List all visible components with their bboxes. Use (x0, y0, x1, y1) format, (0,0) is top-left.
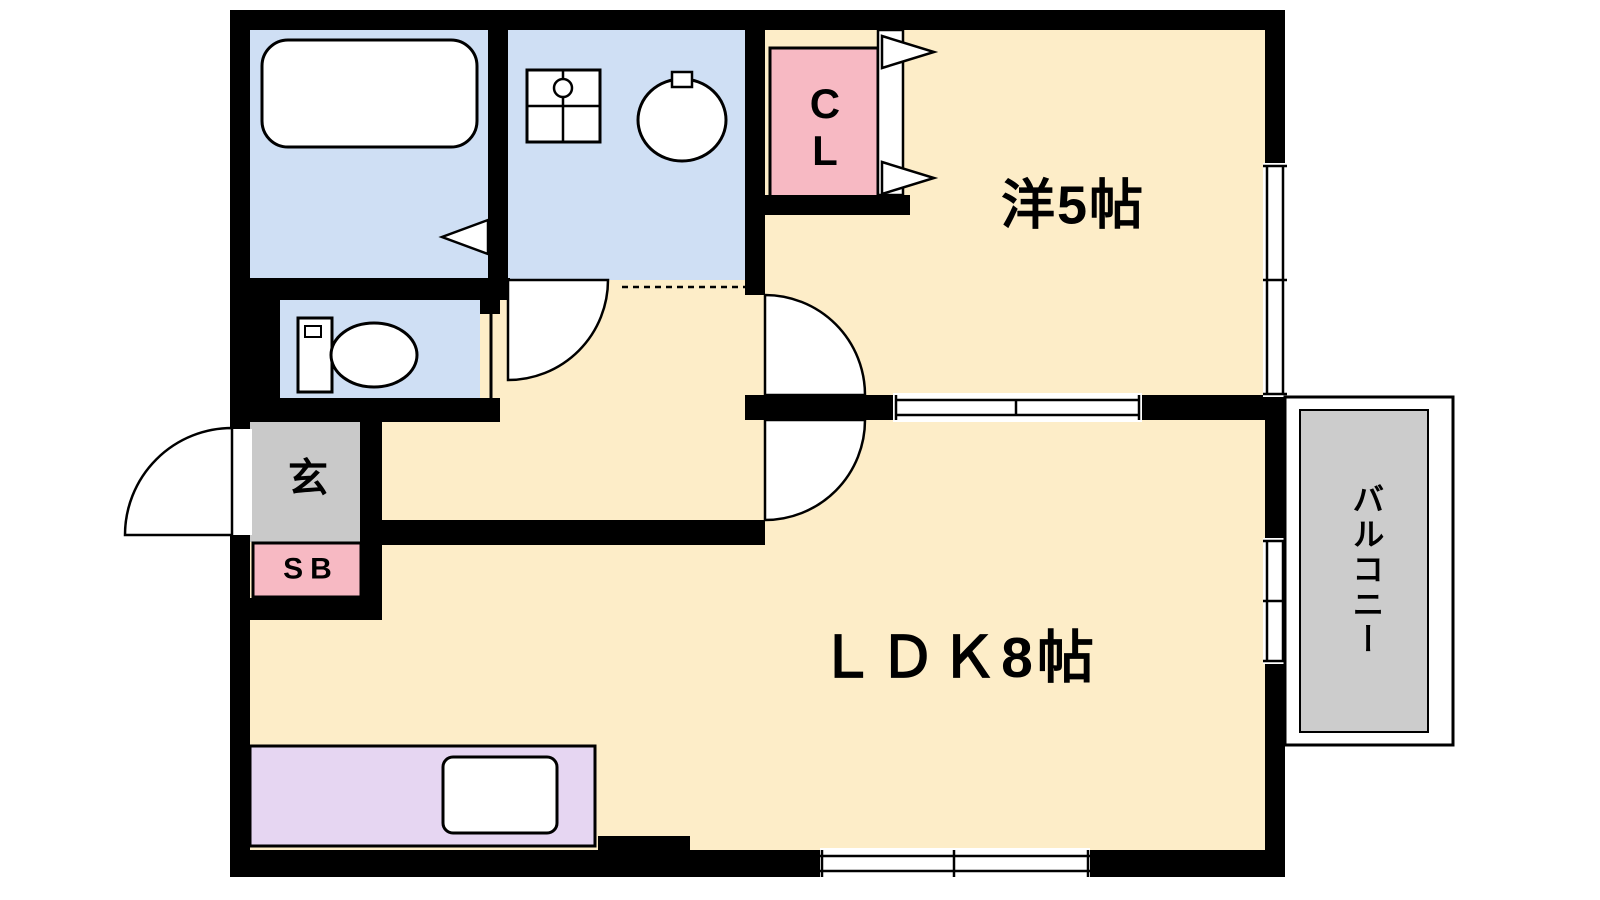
entrance-label: 玄 (288, 456, 328, 501)
wall-right-mid (1265, 395, 1285, 540)
bath-door-triangle (438, 218, 490, 256)
western-room-door-arc (763, 293, 867, 397)
wall-below-shoebox (230, 598, 382, 620)
fixtures (260, 38, 728, 835)
balcony-label: バルコニー (1348, 482, 1385, 658)
wall-closet-bottom (745, 195, 910, 215)
wall-washroom-right (745, 30, 765, 295)
closet-door-triangle-top (880, 34, 939, 70)
ldk-label: ＬＤＫ8帖 (818, 625, 1098, 690)
basin-faucet-icon (670, 70, 694, 89)
wall-left-lower (230, 535, 250, 875)
wall-bottom-step (598, 836, 690, 854)
washer-faucet-icon (552, 77, 574, 99)
wash-basin (636, 77, 728, 163)
wall-toilet-bottom (230, 398, 500, 422)
wall-left-upper (230, 10, 250, 430)
balcony-structure (1283, 395, 1455, 747)
closet-box (768, 46, 880, 207)
wall-right-top (1265, 10, 1285, 165)
window-balcony-door (1263, 538, 1287, 664)
wall-toilet-left (250, 290, 280, 400)
washroom-door-arc (506, 278, 610, 382)
wall-bottom-right (1090, 850, 1285, 877)
western-room-label: 洋5帖 (1000, 175, 1146, 236)
balcony-deck (1299, 409, 1429, 733)
wall-bottom-left (230, 850, 820, 877)
wall-top (230, 10, 1285, 30)
door-arcs (123, 278, 867, 537)
wall-bath-bottom (230, 278, 510, 300)
shoebox-label: SB (283, 552, 339, 586)
entrance-door-arc (123, 426, 234, 537)
window-right-upper (1263, 163, 1287, 397)
toilet-bowl (329, 321, 419, 389)
genkan-floor (250, 420, 362, 542)
windows (820, 163, 1287, 879)
bathtub (260, 38, 479, 149)
ldk-door-arc (763, 418, 867, 522)
wall-toilet-right-stub (480, 278, 500, 314)
closet-door-triangle-bottom (880, 160, 939, 196)
wall-bath-washroom-divider (488, 30, 508, 280)
washroom-floor (508, 30, 745, 280)
window-bottom (820, 848, 1090, 879)
closet-label: CL (801, 80, 849, 174)
wall-hall-bottom (375, 520, 765, 545)
closet-doors (876, 28, 939, 197)
wall-genkan-right (360, 420, 382, 620)
toilet-flush-button (304, 325, 322, 338)
partition-sliding-doors (893, 393, 1142, 422)
wall-right-bottom (1265, 662, 1285, 875)
kitchen-sink (441, 755, 559, 835)
